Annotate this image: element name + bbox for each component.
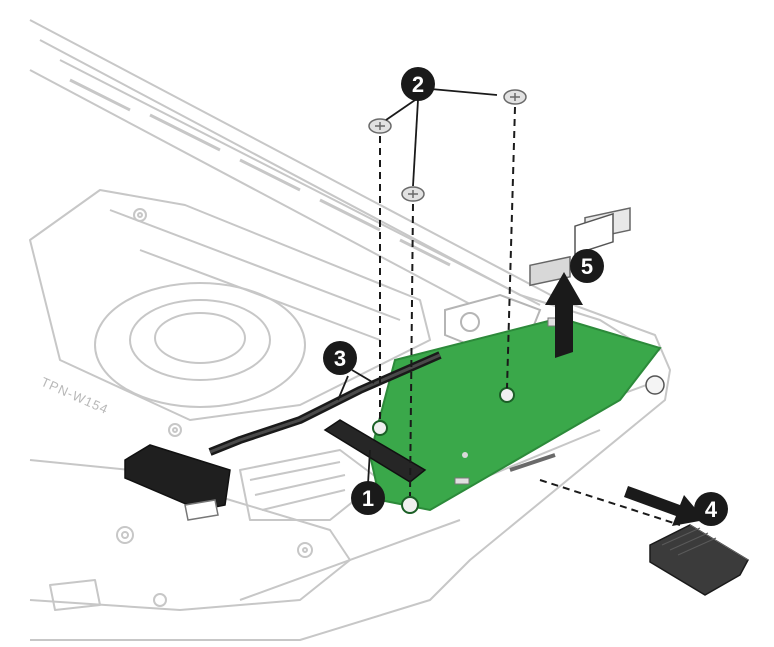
callout-5: 5 <box>570 249 604 283</box>
board-connector <box>323 419 427 483</box>
removal-arrow-up <box>545 272 583 358</box>
flex-cable <box>124 351 442 521</box>
chassis-outline <box>29 19 671 641</box>
card-slot-opening <box>509 453 556 472</box>
removal-arrow-right <box>624 486 705 526</box>
callout-2: 2 <box>401 67 435 101</box>
memory-card <box>649 524 749 596</box>
cable-connector-head <box>124 444 231 511</box>
leader-lines <box>337 87 498 485</box>
callout-2-number: 2 <box>412 72 424 97</box>
screw <box>368 118 392 134</box>
audio-jack <box>645 375 665 395</box>
board-pcb <box>368 316 662 512</box>
callout-4: 4 <box>694 492 728 526</box>
callout-3-number: 3 <box>334 346 346 371</box>
system-board <box>323 207 665 514</box>
screw-group <box>368 89 527 202</box>
screw <box>503 89 527 105</box>
callout-1: 1 <box>351 481 385 515</box>
callout-1-number: 1 <box>362 486 374 511</box>
callout-4-number: 4 <box>705 497 718 522</box>
card-reader-slot <box>529 255 571 287</box>
guide-lines <box>379 106 681 526</box>
usb-a-port <box>574 212 614 256</box>
screw <box>401 186 425 202</box>
chassis-model-label: TPN-W154 <box>39 374 111 417</box>
callout-5-number: 5 <box>581 254 593 279</box>
callout-3: 3 <box>323 341 357 375</box>
